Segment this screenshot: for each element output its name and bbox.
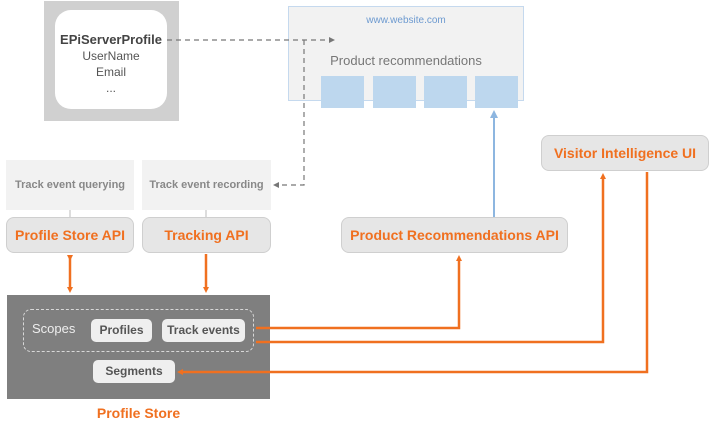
scopes-label: Scopes (32, 321, 76, 336)
track-event-querying-box: Track event querying (6, 160, 134, 210)
profile-title: EPiServerProfile (60, 32, 162, 47)
episerver-profile-card[interactable]: EPiServerProfile UserName Email ... (55, 10, 167, 109)
arrow-track-events-visitor-ui (256, 173, 606, 344)
recommendation-tile[interactable] (321, 76, 364, 108)
recommendation-tile[interactable] (424, 76, 467, 108)
track-event-recording-box: Track event recording (142, 160, 271, 210)
profile-field-email: Email (95, 65, 126, 79)
arrow-track-events-recs-api (256, 255, 462, 330)
tracking-api[interactable]: Tracking API (142, 217, 271, 253)
segments-item[interactable]: Segments (93, 360, 175, 383)
profile-field-more: ... (105, 81, 116, 95)
profile-store-api[interactable]: Profile Store API (6, 217, 134, 253)
scopes-group (23, 309, 254, 352)
visitor-intelligence-ui[interactable]: Visitor Intelligence UI (541, 135, 709, 171)
dashed-connector-recording (273, 40, 305, 188)
recommendation-tile[interactable] (475, 76, 518, 108)
website-url: www.website.com (366, 15, 446, 26)
track-events-scope[interactable]: Track events (162, 319, 245, 342)
product-recommendations-title: Product recommendations (330, 53, 482, 68)
product-recommendations-api[interactable]: Product Recommendations API (341, 217, 568, 253)
profiles-scope[interactable]: Profiles (91, 319, 152, 342)
arrow-visitor-ui-segments (177, 172, 649, 375)
recommendation-tile[interactable] (373, 76, 416, 108)
profile-store-label: Profile Store (96, 405, 181, 421)
profile-field-username: UserName (82, 49, 140, 63)
